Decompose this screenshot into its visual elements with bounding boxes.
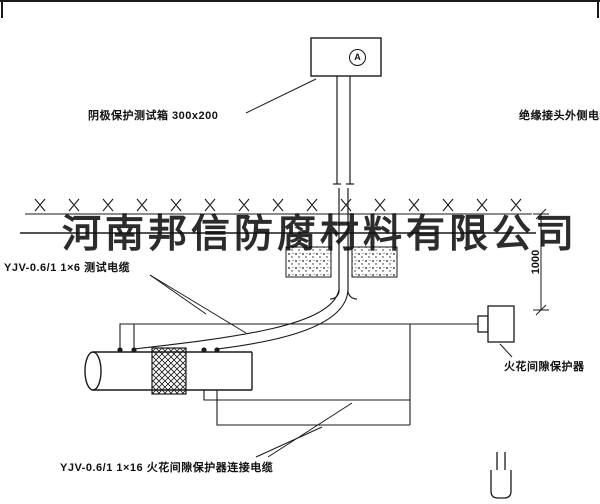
casing-symbol bbox=[490, 452, 512, 499]
label-spark-gap: 火花间隙保护器 bbox=[504, 361, 585, 373]
label-test-cable: YJV-0.6/1 1×6 测试电缆 bbox=[4, 262, 131, 274]
insulating-joint bbox=[151, 347, 187, 395]
label-connect-cable: YJV-0.6/1 1×16 火花间隙保护器连接电缆 bbox=[60, 462, 274, 474]
concrete-blocks bbox=[285, 246, 398, 278]
leader-spark-gap bbox=[499, 343, 513, 358]
leader-connect-cable bbox=[255, 402, 353, 458]
pipeline bbox=[84, 347, 253, 395]
test-box bbox=[310, 37, 382, 77]
spark-gap-wiring bbox=[119, 323, 478, 426]
riser-conduit bbox=[329, 76, 358, 300]
leader-test-box bbox=[245, 78, 317, 114]
dimension-1000 bbox=[533, 208, 549, 316]
spark-gap-protector bbox=[477, 305, 515, 343]
sheet-frame bbox=[0, 0, 600, 18]
ground-line bbox=[25, 198, 532, 215]
company-watermark: 河南邦信防腐材料有限公司 bbox=[62, 213, 579, 256]
test-cables bbox=[133, 289, 349, 350]
label-test-box: 阴极保护测试箱 300x200 bbox=[88, 110, 219, 122]
label-outside-cable: 绝缘接头外侧电缆 bbox=[519, 110, 600, 122]
meter-symbol: A bbox=[349, 49, 366, 66]
pipe-terminals bbox=[117, 347, 220, 353]
leader-test-cable bbox=[149, 274, 247, 334]
